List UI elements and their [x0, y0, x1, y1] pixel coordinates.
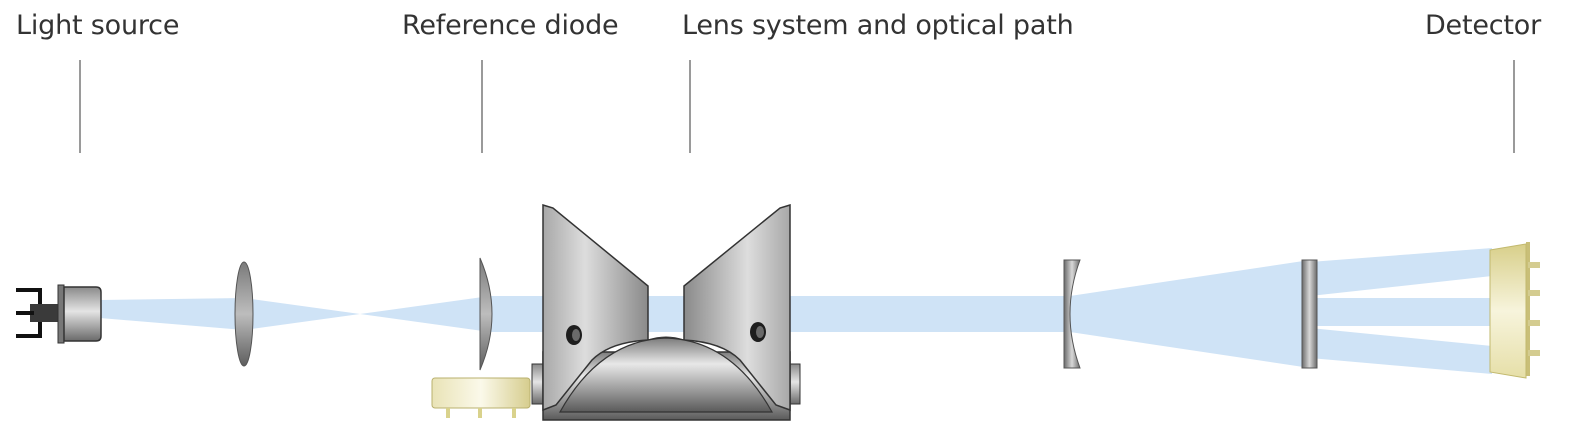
collimating-lens — [234, 261, 254, 367]
label-reference-diode: Reference diode — [402, 10, 619, 41]
beam-splitter-housing — [531, 203, 801, 421]
label-detector: Detector — [1424, 10, 1541, 41]
reference-lens — [479, 257, 493, 371]
concave-lens — [1063, 259, 1081, 369]
detector — [1489, 242, 1540, 379]
light-beam — [100, 248, 1492, 374]
leader-lines — [79, 60, 1515, 153]
label-lens-system: Lens system and optical path — [682, 10, 1074, 41]
grating-plate — [1301, 259, 1318, 369]
light-source — [16, 284, 102, 344]
reference-diode — [431, 377, 531, 418]
label-light-source: Light source — [16, 10, 180, 41]
